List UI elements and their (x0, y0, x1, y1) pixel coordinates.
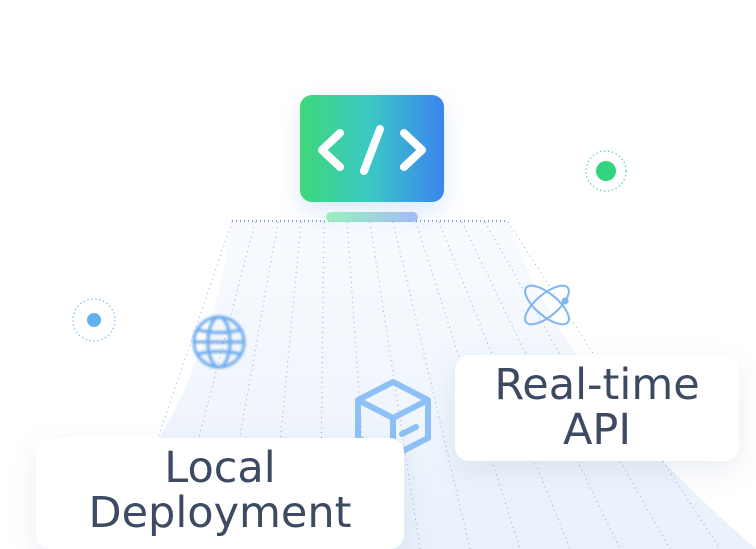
floor-grid-line (415, 221, 521, 549)
blue-dot-decoration (72, 298, 116, 342)
realtime-api-badge: Real-time API (455, 355, 739, 461)
local-deployment-badge: Local Deployment (36, 438, 404, 549)
badge-label-line2: API (562, 405, 632, 455)
floor-grid-line (219, 221, 279, 549)
floor-grid-line (392, 221, 471, 549)
atom-icon (524, 284, 570, 326)
badge-label-line2: Deployment (88, 488, 352, 538)
badge-label-line1: Local (164, 443, 276, 493)
code-monitor (300, 95, 444, 202)
globe-icon (192, 315, 246, 369)
floor-grid-line (461, 221, 621, 549)
badge-label-line1: Real-time (494, 360, 700, 410)
green-dot-decoration (585, 150, 627, 192)
monitor-stand (326, 212, 418, 222)
code-icon (318, 125, 426, 175)
